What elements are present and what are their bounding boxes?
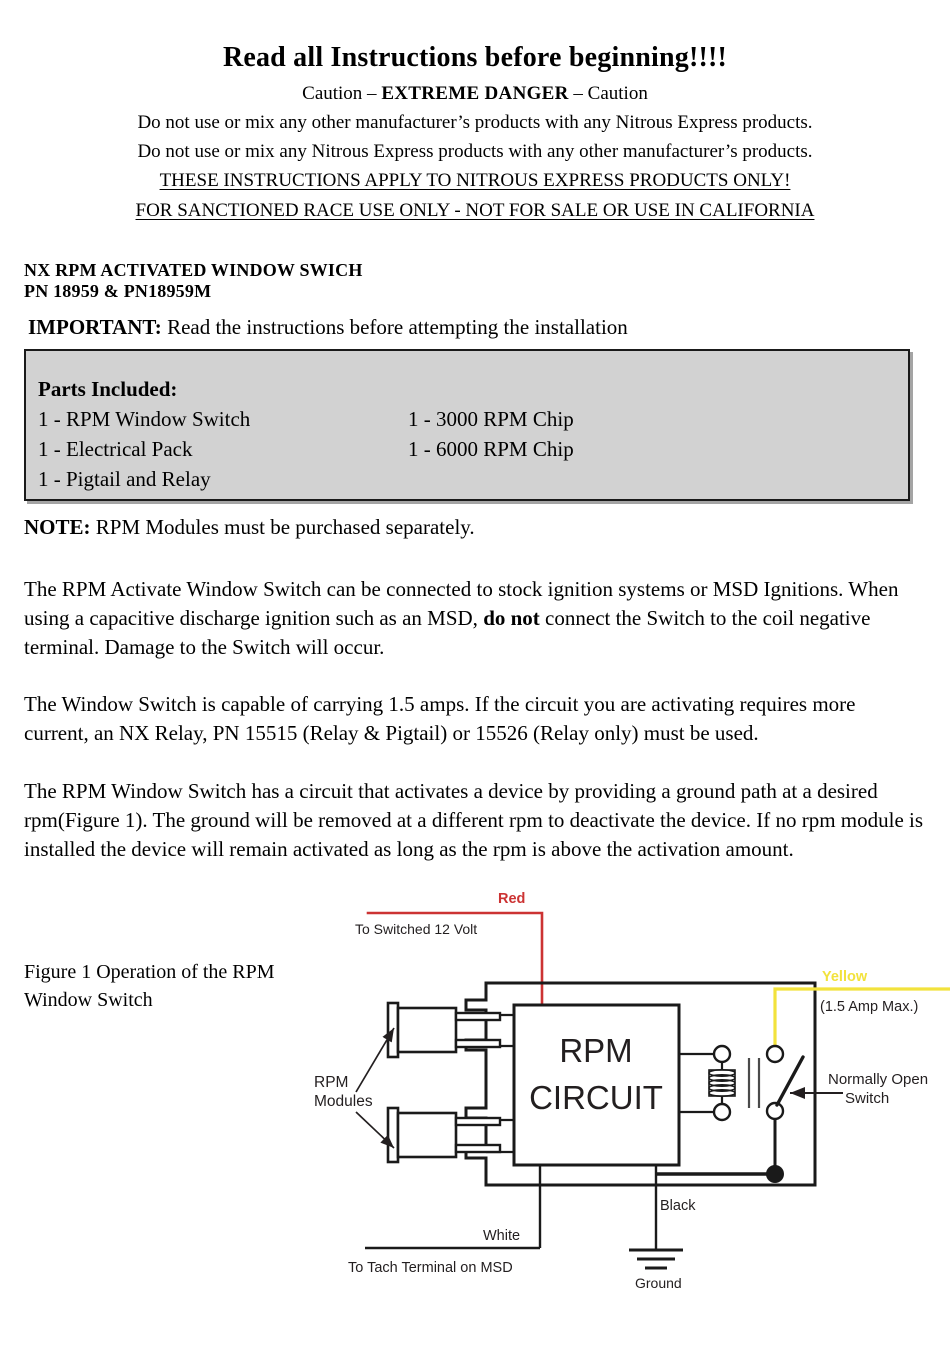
warning-line-4: FOR SANCTIONED RACE USE ONLY - NOT FOR S… [0,199,950,223]
paragraph-1-part-b: connect the Switch to the coil negative … [24,606,871,659]
warning-line-1: Do not use or mix any other manufacturer… [137,111,813,133]
page-title: Read all Instructions before beginning!!… [222,42,728,73]
product-title: NX RPM ACTIVATED WINDOW SWICH [24,260,363,280]
extreme-danger-text: EXTREME DANGER [381,83,569,105]
figure-caption: Figure 1 Operation of the RPM Window Swi… [24,961,275,1011]
rpm-module-lower [386,1106,502,1164]
amp-max-label: (1.5 Amp Max.) [820,999,918,1015]
warning-header: Read all Instructions before beginning!!… [0,42,950,223]
parts-column-left: 1 - RPM Window Switch 1 - Electrical Pac… [38,404,250,494]
red-wire [366,911,544,1007]
parts-column-right: 1 - 3000 RPM Chip 1 - 6000 RPM Chip [408,404,574,464]
normally-open-switch [765,1044,805,1174]
warning-line-4-text: FOR SANCTIONED RACE USE ONLY - NOT FOR S… [135,200,815,222]
normally-open-label-line1: Normally Open [828,1071,928,1088]
important-label: IMPORTANT: [28,315,162,339]
list-item: 1 - 6000 RPM Chip [408,437,574,461]
list-item: 1 - 3000 RPM Chip [408,407,574,431]
list-item: 1 - Electrical Pack [38,437,193,461]
list-item: 1 - Pigtail and Relay [38,467,211,491]
list-item: 1 - RPM Window Switch [38,407,251,431]
rpm-modules-label-line2: Modules [314,1093,373,1110]
switched-12v-label: To Switched 12 Volt [355,921,477,937]
important-text: Read the instructions before attempting … [161,315,628,339]
black-wire-label: Black [660,1198,696,1214]
relay-coil [679,1044,736,1122]
black-ground-wire [629,1165,683,1270]
rpm-modules-label-line1: RPM [314,1074,348,1091]
note-label: NOTE: [24,515,91,539]
note-paragraph: NOTE: RPM Modules must be purchased sepa… [24,513,924,542]
parts-included-box: Parts Included: 1 - RPM Window Switch 1 … [24,349,910,501]
rpm-circuit-label-line2: CIRCUIT [529,1079,663,1116]
normally-open-label-line2: Switch [845,1090,889,1107]
ground-bus [656,1165,784,1183]
white-wire-label: White [483,1228,520,1244]
rpm-circuit-box [512,1003,681,1167]
paragraph-3: The RPM Window Switch has a circuit that… [24,779,924,861]
socket-connection-lines [486,1013,514,1154]
warning-line-3: THESE INSTRUCTIONS APPLY TO NITROUS EXPR… [0,169,950,193]
caution-prefix: Caution – [302,83,382,105]
magnetic-coupling-bars [747,1058,761,1108]
product-part-numbers: PN 18959 & PN18959M [24,281,212,301]
yellow-wire [773,987,950,1048]
paragraph-1-part-a: The RPM Activate Window Switch can be co… [24,577,899,630]
red-wire-label: Red [498,891,525,907]
white-tach-wire [365,1165,542,1250]
note-text: RPM Modules must be purchased separately… [90,515,475,539]
rpm-modules-callout-arrows [355,1027,395,1149]
caution-suffix: – Caution [568,83,648,105]
rpm-circuit-label-line1: RPM [559,1032,632,1069]
warning-line-3-text: THESE INSTRUCTIONS APPLY TO NITROUS EXPR… [159,170,791,192]
caution-line: Caution – EXTREME DANGER – Caution [0,83,950,106]
paragraph-1-emphasis: do not [483,606,540,630]
important-notice: IMPORTANT: Read the instructions before … [28,314,628,341]
wiring-diagram: Red To Switched 12 Volt RPM CIRCUIT RPM … [300,880,950,1300]
ground-label: Ground [635,1275,682,1291]
tach-terminal-label: To Tach Terminal on MSD [348,1260,513,1276]
yellow-wire-label: Yellow [822,969,868,985]
warning-line-2: Do not use or mix any Nitrous Express pr… [137,140,813,162]
parts-heading: Parts Included: [38,377,178,401]
paragraph-2: The Window Switch is capable of carrying… [24,692,856,745]
paragraph-1: The RPM Activate Window Switch can be co… [24,575,924,662]
switch-housing-outline [464,981,817,1187]
